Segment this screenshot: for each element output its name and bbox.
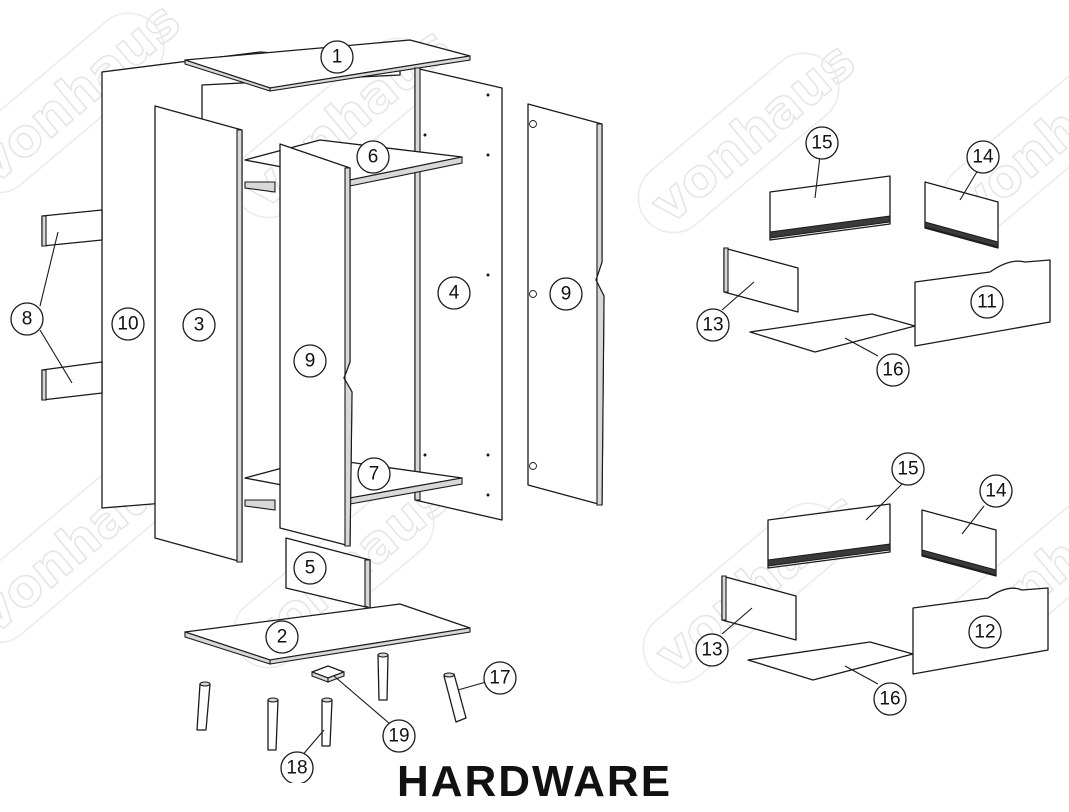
- svg-text:15: 15: [897, 459, 918, 480]
- svg-text:9: 9: [561, 284, 572, 305]
- rail-upper: [41, 209, 103, 247]
- callout-part-15-upper: 15: [805, 126, 839, 160]
- svg-text:19: 19: [388, 726, 409, 747]
- svg-text:7: 7: [369, 464, 380, 485]
- callout-part-1: 1: [320, 40, 354, 74]
- wardrobe-carcass: [41, 39, 605, 751]
- callout-part-15-lower: 15: [891, 452, 925, 486]
- door-left: [279, 143, 353, 547]
- svg-text:4: 4: [449, 283, 460, 304]
- hinge-cup-icon: [529, 462, 537, 470]
- callout-part-11: 11: [970, 285, 1004, 319]
- svg-text:9: 9: [305, 351, 316, 372]
- callout-part-18: 18: [280, 751, 314, 783]
- svg-text:18: 18: [286, 758, 307, 779]
- drawer-bottom: [747, 641, 914, 681]
- svg-text:5: 5: [305, 558, 316, 579]
- svg-text:13: 13: [701, 640, 722, 661]
- callout-part-19: 19: [382, 719, 416, 753]
- drawer-kit-lower: [721, 503, 1049, 681]
- callout-part-7: 7: [357, 457, 391, 491]
- leg: [196, 681, 211, 731]
- callout-part-16-upper: 16: [876, 353, 910, 387]
- callout-part-17: 17: [483, 661, 517, 695]
- callout-part-5: 5: [293, 551, 327, 585]
- callout-part-10: 10: [111, 307, 145, 341]
- callout-part-9-door-left: 9: [293, 344, 327, 378]
- callout-part-14-lower: 14: [979, 474, 1013, 508]
- leg-mounting-plate: [311, 665, 345, 683]
- wardrobe-exploded-assembly-diagram: vonhaus vonhaus vonhaus vonhaus vonhaus …: [0, 0, 1069, 783]
- svg-text:13: 13: [702, 315, 723, 336]
- callout-part-3: 3: [182, 308, 216, 342]
- drawer-side-left: [723, 247, 799, 313]
- leg: [443, 672, 467, 723]
- callout-part-14-upper: 14: [966, 140, 1000, 174]
- svg-text:14: 14: [985, 481, 1007, 502]
- svg-text:1: 1: [332, 47, 343, 68]
- svg-text:14: 14: [972, 147, 994, 168]
- svg-text:16: 16: [882, 360, 903, 381]
- callout-part-13-lower: 13: [695, 633, 729, 667]
- callout-part-12: 12: [968, 615, 1002, 649]
- callout-part-4: 4: [437, 276, 471, 310]
- svg-text:2: 2: [277, 627, 288, 648]
- leg: [267, 697, 279, 751]
- svg-text:16: 16: [879, 689, 900, 710]
- callout-part-13-upper: 13: [696, 308, 730, 342]
- svg-text:6: 6: [368, 147, 379, 168]
- callout-part-9-door-right: 9: [549, 277, 583, 311]
- callout-part-2: 2: [265, 620, 299, 654]
- callout-part-8: 8: [10, 302, 44, 336]
- svg-text:10: 10: [117, 314, 138, 335]
- callout-part-16-lower: 16: [873, 682, 907, 716]
- svg-text:12: 12: [974, 622, 995, 643]
- leg: [377, 652, 389, 701]
- hinge-cup-icon: [529, 120, 537, 128]
- hinge-cup-icon: [529, 290, 537, 298]
- drawer-bottom: [749, 313, 916, 353]
- svg-text:17: 17: [489, 668, 510, 689]
- svg-text:11: 11: [977, 292, 997, 313]
- drawer-side-right: [921, 509, 997, 577]
- rail-lower: [41, 361, 103, 401]
- callout-part-6: 6: [356, 140, 390, 174]
- hardware-heading: HARDWARE: [396, 757, 673, 806]
- leg: [321, 697, 333, 747]
- svg-text:3: 3: [194, 315, 205, 336]
- svg-text:15: 15: [811, 133, 832, 154]
- svg-text:8: 8: [22, 309, 33, 330]
